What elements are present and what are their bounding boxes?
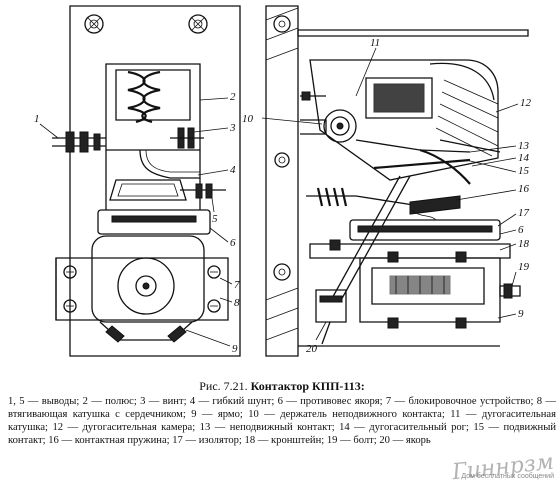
callout-label: 16 [518, 183, 530, 195]
callout-label: 18 [518, 238, 530, 250]
callout-label: 3 [229, 122, 236, 134]
caption-heading: Контактор КПП-113: [250, 379, 365, 393]
mounting-screw-icon [274, 264, 290, 280]
callout-label: 6 [230, 237, 236, 249]
mounting-screw-icon [275, 153, 289, 167]
callout-label: 12 [520, 97, 532, 109]
callout-label: 7 [234, 279, 240, 291]
callout-label: 19 [518, 261, 530, 273]
contactor-drawing: 1 2 3 4 5 6 7 8 9 [34, 0, 532, 372]
callout-label: 2 [230, 91, 236, 103]
callout-label: 10 [242, 113, 254, 125]
left-callouts: 1 2 3 4 5 6 7 8 9 [34, 91, 240, 355]
mounting-screw-icon [274, 16, 290, 32]
caption-prefix: Рис. 7.21. [199, 379, 251, 393]
terminal-bolt [52, 132, 106, 152]
callout-label: 9 [518, 308, 524, 320]
callout-label: 13 [518, 140, 530, 152]
caption-legend: 1, 5 — выводы; 2 — полюс; 3 — винт; 4 — … [8, 396, 556, 446]
callout-label: 1 [34, 113, 40, 125]
callout-label: 14 [518, 152, 530, 164]
front-view [52, 6, 240, 356]
coil-screw-icon [64, 266, 220, 312]
callout-label: 4 [230, 164, 236, 176]
mounting-screw-icon [85, 15, 103, 33]
side-view [266, 6, 528, 356]
screw-icon [170, 128, 204, 148]
callout-label: 9 [232, 343, 238, 355]
right-callouts: 11 10 12 13 14 15 16 17 6 18 19 9 20 [242, 37, 532, 355]
callout-label: 11 [370, 37, 380, 49]
callout-label: 20 [306, 343, 318, 355]
callout-label: 6 [518, 224, 524, 236]
watermark-subtitle: Дом бесплатных сообщений [461, 473, 554, 480]
bracket-bolt [330, 240, 466, 328]
figure-caption: Рис. 7.21. Контактор КПП-113: 1, 5 — выв… [8, 380, 556, 447]
caption-title: Рис. 7.21. Контактор КПП-113: [8, 380, 556, 393]
callout-label: 5 [212, 213, 218, 225]
callout-label: 17 [518, 207, 530, 219]
mounting-screw-icon [189, 15, 207, 33]
callout-label: 8 [234, 297, 240, 309]
callout-label: 15 [518, 165, 530, 177]
